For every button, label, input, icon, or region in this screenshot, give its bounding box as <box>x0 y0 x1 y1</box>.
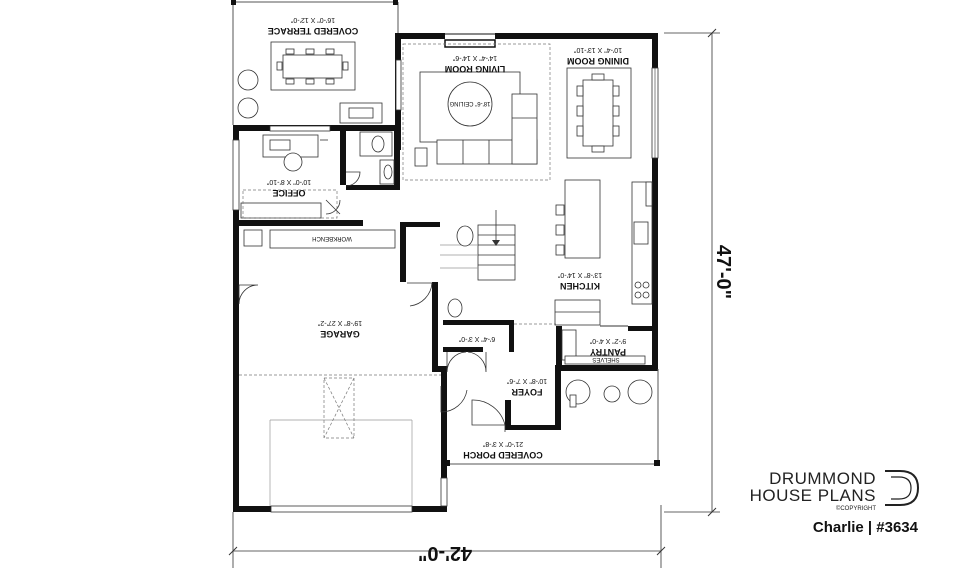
closet-dims: 6'-4" X 3'-0" <box>458 335 495 342</box>
covered-porch-name: COVERED PORCH <box>463 450 543 460</box>
living-room-dims: 14'-4" X 14'-6" <box>452 54 497 61</box>
room-label-dining-room: DINING ROOM 10'-4" X 13'-10" <box>567 46 629 66</box>
covered-porch-outline <box>445 369 660 466</box>
bathroom-fixtures <box>359 131 474 318</box>
office-name: OFFICE <box>273 188 306 198</box>
brand-mark-icon <box>885 470 920 506</box>
room-label-covered-terrace: COVERED TERRACE 16'-0" X 12'-0" <box>268 16 359 36</box>
pantry-fixtures <box>561 325 646 365</box>
room-label-office: OFFICE 10'-0" X 8'-10" <box>266 178 311 198</box>
brand-line-1: DRUMMOND <box>769 469 876 488</box>
living-room-furniture <box>402 43 551 181</box>
office-furniture <box>240 134 338 219</box>
depth-dimension: 47'-0" <box>712 245 734 299</box>
foyer-dims: 10'-8" X 7'-6" <box>506 377 547 384</box>
room-label-covered-porch: COVERED PORCH 21'-0" X 3'-8" <box>463 440 543 460</box>
room-label-living-room: LIVING ROOM 14'-4" X 14'-6" <box>445 54 506 74</box>
pantry-shelves-text: SHELVES <box>592 356 619 362</box>
doors <box>238 171 506 432</box>
width-dimension: 42'-0" <box>418 542 472 564</box>
room-label-foyer: FOYER 10'-8" X 7'-6" <box>506 377 547 397</box>
garage-dims: 19'-8" X 27'-2" <box>317 319 362 326</box>
living-room-name: LIVING ROOM <box>445 64 506 74</box>
dining-room-name: DINING ROOM <box>567 56 629 66</box>
room-label-garage: GARAGE 19'-8" X 27'-2" <box>317 319 362 339</box>
pantry-name: PANTRY <box>590 347 626 357</box>
copyright-text: ©COPYRIGHT <box>836 505 876 512</box>
kitchen-name: KITCHEN <box>560 281 600 291</box>
windows <box>232 33 659 507</box>
garage-name: GARAGE <box>320 329 360 339</box>
brand-line-2: HOUSE PLANS <box>750 486 876 505</box>
covered-terrace-area <box>231 0 399 125</box>
kitchen-fixtures <box>514 179 653 326</box>
porch-furniture <box>565 379 653 408</box>
covered-terrace-dims: 16'-0" X 12'-0" <box>290 16 335 23</box>
covered-terrace-name: COVERED TERRACE <box>268 26 359 36</box>
living-ceiling-note: 18'-6" CEILING <box>449 100 490 106</box>
dimension-lines <box>228 28 720 568</box>
brand-logo: DRUMMOND HOUSE PLANS ©COPYRIGHT <box>750 469 920 512</box>
room-label-pantry: PANTRY 9'-2" X 4'-0" <box>589 337 626 357</box>
foyer-name: FOYER <box>511 387 543 397</box>
office-dims: 10'-0" X 8'-10" <box>266 178 311 185</box>
room-label-closet: 6'-4" X 3'-0" <box>458 335 495 342</box>
plan-name: Charlie | #3634 <box>813 519 919 536</box>
dining-room-furniture <box>566 67 632 159</box>
pantry-dims: 9'-2" X 4'-0" <box>589 337 626 344</box>
staircase <box>440 210 516 281</box>
garage-fixtures <box>239 229 441 513</box>
workbench-label: WORKBENCH <box>312 235 352 241</box>
room-label-kitchen: KITCHEN 13'-8" X 14'-0" <box>557 271 602 291</box>
dining-room-dims: 10'-4" X 13'-10" <box>573 46 622 53</box>
workbench-text: WORKBENCH <box>312 235 352 241</box>
living-ceiling-text: 18'-6" CEILING <box>449 100 490 106</box>
covered-porch-dims: 21'-0" X 3'-8" <box>482 440 523 447</box>
pantry-shelves-note: SHELVES <box>592 356 619 362</box>
kitchen-dims: 13'-8" X 14'-0" <box>557 271 602 278</box>
